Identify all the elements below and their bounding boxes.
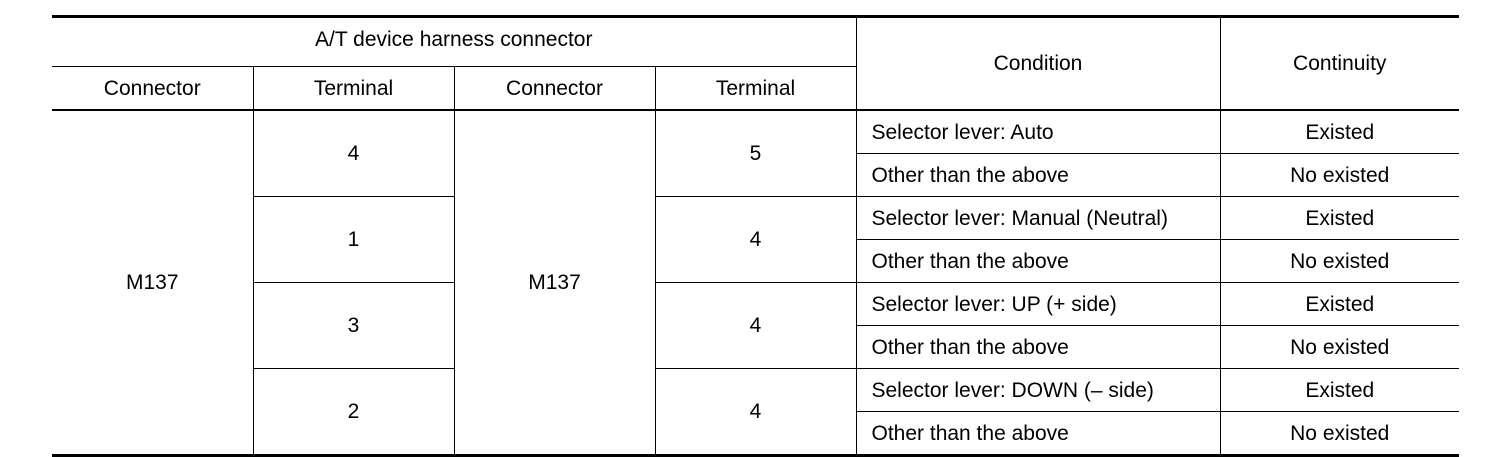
terminal-2-cell: 4 [654, 196, 857, 283]
header-connector-2: Connector [453, 66, 656, 111]
header-terminal-1: Terminal [252, 66, 455, 111]
header-condition: Condition [855, 15, 1221, 111]
condition-cell: Other than the above [856, 153, 1221, 197]
header-continuity: Continuity [1219, 15, 1459, 111]
condition-cell: Selector lever: DOWN (– side) [855, 368, 1221, 412]
terminal-1-cell: 4 [252, 109, 455, 197]
continuity-cell: Existed [1219, 368, 1459, 412]
continuity-table-container: A/T device harness connector Condition C… [52, 15, 1459, 457]
header-terminal-2: Terminal [654, 66, 856, 111]
table-row: Other than the above No existed [52, 411, 1459, 457]
continuity-cell: Existed [1219, 109, 1459, 154]
condition-cell: Other than the above [856, 239, 1221, 283]
continuity-cell: Existed [1219, 282, 1459, 326]
terminal-1-cell: 1 [253, 196, 455, 283]
connector-1-cell: M137 [52, 109, 254, 457]
connector-2-cell: M137 [453, 109, 656, 457]
terminal-1-cell: 2 [253, 368, 455, 457]
header-group-harness-connector: A/T device harness connector [52, 15, 857, 67]
continuity-inspection-table: A/T device harness connector Condition C… [52, 15, 1459, 457]
condition-cell: Other than the above [856, 411, 1221, 457]
condition-cell: Selector lever: UP (+ side) [855, 282, 1221, 326]
table-body: M137 4 M137 5 Selector lever: Auto Exist… [52, 109, 1459, 457]
condition-cell: Other than the above [856, 325, 1221, 369]
header-row-columns: Connector Terminal Connector Terminal [52, 66, 1459, 111]
header-connector-1: Connector [52, 66, 254, 111]
continuity-cell: No existed [1219, 239, 1459, 283]
table-row: Other than the above No existed [52, 153, 1459, 197]
table-row: 1 4 Selector lever: Manual (Neutral) Exi… [52, 196, 1459, 283]
continuity-cell: No existed [1219, 153, 1459, 197]
table-row: 2 4 Selector lever: DOWN (– side) Existe… [52, 368, 1459, 457]
header-row-group: A/T device harness connector Condition C… [52, 15, 1459, 111]
terminal-2-cell: 4 [654, 368, 857, 457]
continuity-cell: Existed [1219, 196, 1459, 240]
condition-cell: Selector lever: Manual (Neutral) [855, 196, 1221, 240]
continuity-cell: No existed [1219, 325, 1459, 369]
terminal-1-cell: 3 [253, 282, 455, 369]
table-header: A/T device harness connector Condition C… [52, 15, 1459, 111]
terminal-2-cell: 5 [654, 109, 857, 197]
table-row: 3 4 Selector lever: UP (+ side) Existed [52, 282, 1459, 369]
continuity-cell: No existed [1219, 411, 1459, 457]
table-row: M137 4 M137 5 Selector lever: Auto Exist… [52, 109, 1459, 457]
condition-cell: Selector lever: Auto [855, 109, 1221, 154]
terminal-2-cell: 4 [654, 282, 857, 369]
